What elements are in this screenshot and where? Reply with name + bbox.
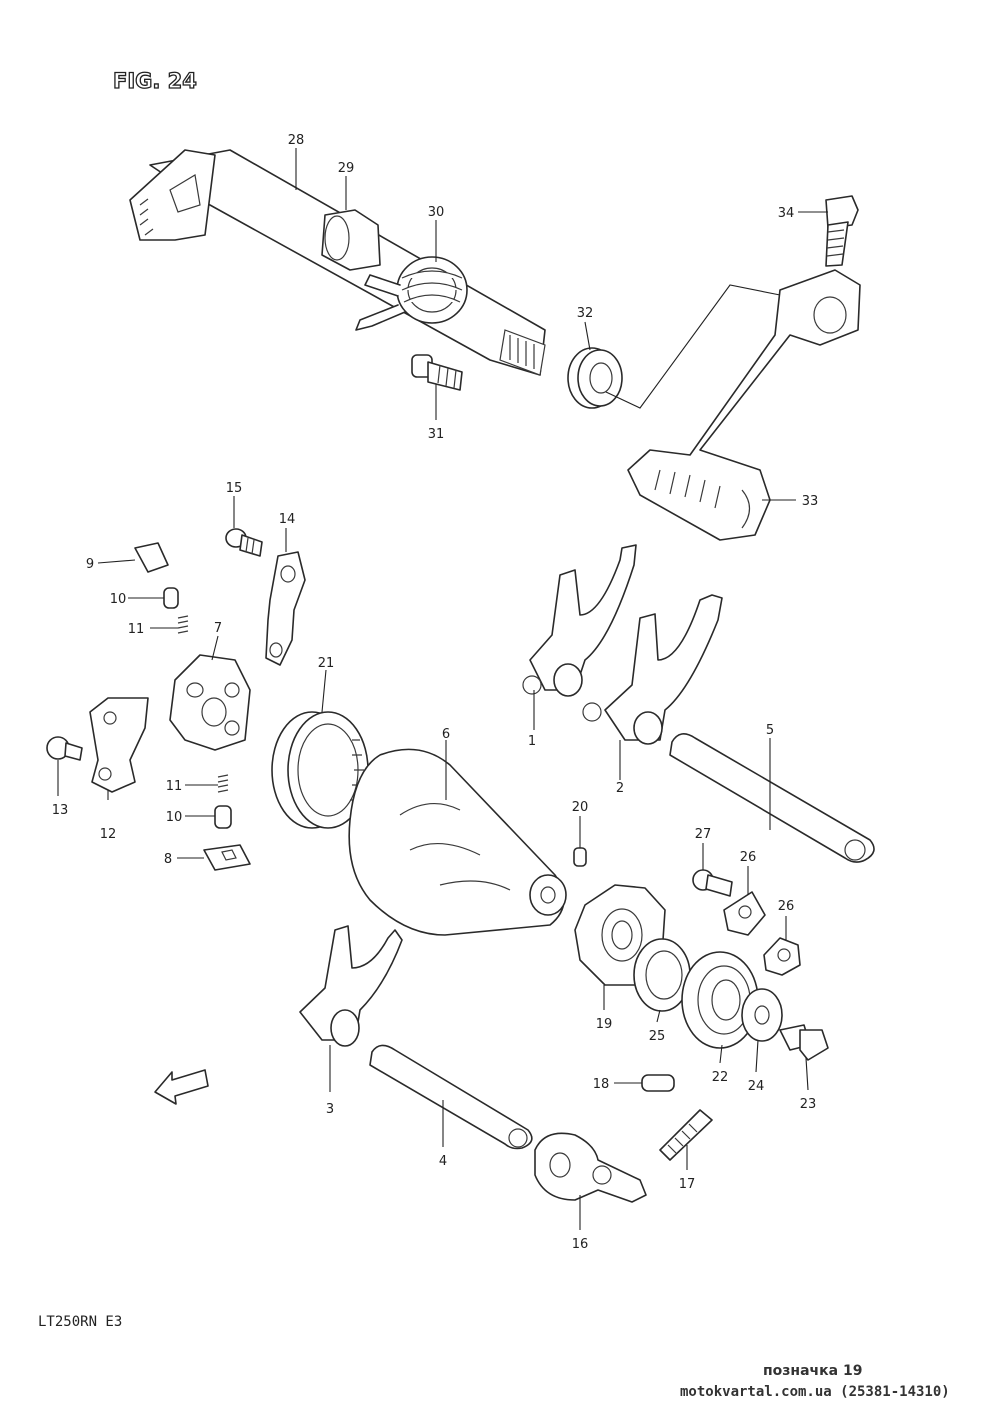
part-2-gearshift-fork bbox=[582, 594, 723, 745]
callout-32: 32 bbox=[577, 306, 594, 321]
callout-13: 13 bbox=[52, 803, 69, 818]
callout-22: 22 bbox=[712, 1070, 729, 1085]
part-10-pin-upper bbox=[163, 587, 179, 609]
part-33-gearshift-lever bbox=[627, 269, 861, 541]
callout-1: 1 bbox=[528, 734, 536, 749]
part-11-spring-lower bbox=[217, 774, 229, 793]
callout-8: 8 bbox=[164, 852, 172, 867]
front-direction-arrow-icon bbox=[154, 1069, 209, 1105]
callout-29: 29 bbox=[338, 161, 355, 176]
watermark-url: motokvartal.com.ua (25381-14310) bbox=[680, 1384, 950, 1400]
part-8-stopper-pin bbox=[203, 844, 251, 871]
part-11-spring-upper bbox=[177, 615, 189, 634]
callout-2: 2 bbox=[616, 781, 624, 796]
callout-25: 25 bbox=[649, 1029, 666, 1044]
callout-11-lower: 11 bbox=[166, 779, 183, 794]
callout-labels: 1 2 3 4 5 6 7 8 9 10 10 11 11 12 13 14 1… bbox=[52, 133, 819, 1252]
callout-26-lower: 26 bbox=[778, 899, 795, 914]
callout-17: 17 bbox=[679, 1177, 696, 1192]
callout-23: 23 bbox=[800, 1097, 817, 1112]
callout-24: 24 bbox=[748, 1079, 765, 1094]
callout-6: 6 bbox=[442, 727, 450, 742]
callout-31: 31 bbox=[428, 427, 445, 442]
part-17-return-spring bbox=[659, 1109, 713, 1161]
callout-34: 34 bbox=[778, 206, 795, 221]
part-23-bolt bbox=[779, 1024, 829, 1061]
part-13-screw bbox=[46, 736, 83, 761]
part-32-oil-seal bbox=[567, 347, 623, 409]
part-9-stopper-pin-holder bbox=[134, 542, 169, 573]
callout-9: 9 bbox=[86, 557, 94, 572]
callout-3: 3 bbox=[326, 1102, 334, 1117]
part-21-bearing bbox=[271, 711, 369, 829]
leader-lines bbox=[57, 148, 828, 1230]
part-25-washer bbox=[633, 938, 691, 1012]
part-5-fork-shaft bbox=[669, 733, 875, 863]
model-code: LT250RN E3 bbox=[38, 1314, 122, 1330]
callout-14: 14 bbox=[279, 512, 296, 527]
part-4-fork-shaft bbox=[369, 1044, 533, 1150]
callout-10-lower: 10 bbox=[166, 810, 183, 825]
callout-26-upper: 26 bbox=[740, 850, 757, 865]
part-3-gearshift-fork bbox=[299, 925, 403, 1047]
part-7-gearshift-cam-driven-gear bbox=[169, 654, 251, 751]
callout-28: 28 bbox=[288, 133, 305, 148]
callout-20: 20 bbox=[572, 800, 589, 815]
part-12-cam-stopper-plate bbox=[89, 697, 149, 793]
callout-10-upper: 10 bbox=[110, 592, 127, 607]
part-14-cam-guide-plate bbox=[265, 551, 306, 666]
part-24-washer bbox=[741, 988, 783, 1042]
callout-16: 16 bbox=[572, 1237, 589, 1252]
part-18-pin bbox=[641, 1074, 675, 1092]
part-29-shaft-collar bbox=[321, 209, 381, 271]
callout-21: 21 bbox=[318, 656, 335, 671]
callout-7: 7 bbox=[214, 621, 222, 636]
callout-12: 12 bbox=[100, 827, 117, 842]
part-6-gearshift-cam bbox=[348, 748, 567, 936]
callout-11-upper: 11 bbox=[128, 622, 145, 637]
callout-30: 30 bbox=[428, 205, 445, 220]
callout-19: 19 bbox=[596, 1017, 613, 1032]
part-20-pin bbox=[573, 847, 587, 867]
alignment-line-shaft-to-lever bbox=[605, 284, 781, 409]
callout-33: 33 bbox=[802, 494, 819, 509]
watermark-label: позначка 19 bbox=[763, 1363, 862, 1379]
part-15-screw bbox=[225, 528, 263, 557]
callout-18: 18 bbox=[593, 1077, 610, 1092]
callout-5: 5 bbox=[766, 723, 774, 738]
callout-4: 4 bbox=[439, 1154, 447, 1169]
part-10-pin-lower bbox=[214, 805, 232, 829]
part-26-washer-upper bbox=[723, 891, 766, 936]
part-34-bolt bbox=[825, 195, 859, 267]
part-31-screw bbox=[411, 354, 463, 391]
part-27-bolt bbox=[692, 869, 733, 897]
callout-15: 15 bbox=[226, 481, 243, 496]
figure-title: FIG. 24 bbox=[113, 69, 197, 93]
callout-27: 27 bbox=[695, 827, 712, 842]
part-30-return-spring bbox=[355, 256, 468, 331]
part-16-gearshift-arm bbox=[534, 1132, 647, 1203]
part-26-washer-lower bbox=[763, 937, 801, 976]
part-1-gearshift-fork bbox=[522, 544, 637, 697]
